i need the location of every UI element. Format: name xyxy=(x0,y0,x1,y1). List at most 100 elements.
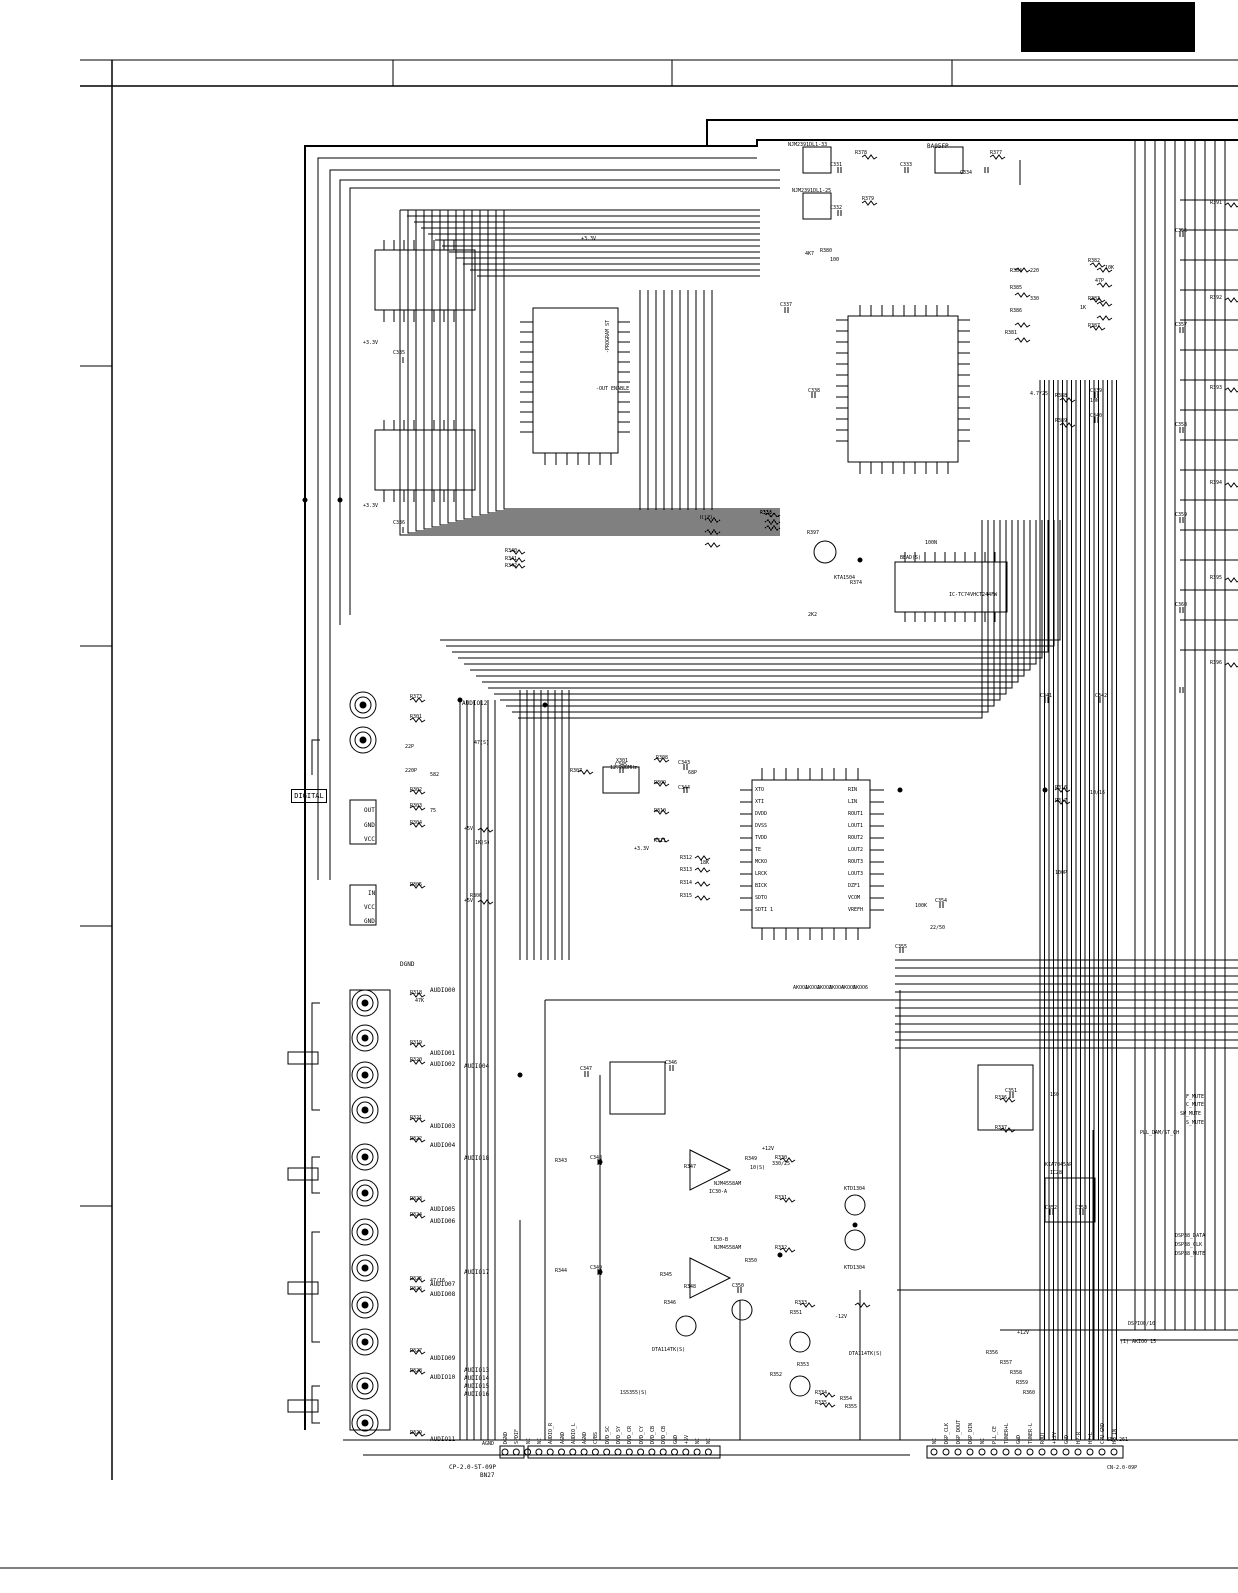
resistor-label: R360 xyxy=(1023,1390,1036,1396)
capacitor-label: C336 xyxy=(393,520,406,526)
data-bus xyxy=(471,210,780,518)
connector-pin-label: DVD_SY xyxy=(616,1425,622,1444)
mid-bus xyxy=(506,520,995,707)
resistor-label: R383 xyxy=(1088,296,1101,302)
resistor-label: R340 xyxy=(505,548,518,554)
mid-bus xyxy=(488,520,1013,689)
resistor-label: R304 xyxy=(410,820,423,826)
ic30a-label: IC30-A xyxy=(709,1189,728,1195)
bus-line-a xyxy=(317,157,757,880)
resistor xyxy=(819,1392,836,1398)
resistor xyxy=(704,517,721,523)
resistor xyxy=(704,529,721,535)
tc74-label: IC-TC74VHCT244FW xyxy=(949,592,998,598)
resistor-label: R373 xyxy=(410,694,423,700)
value-label: 220P xyxy=(405,768,418,774)
resistor-label: R391 xyxy=(1210,200,1223,206)
connector-pin-label: GND xyxy=(1016,1434,1022,1444)
value-label: 100P xyxy=(1055,870,1068,876)
resistor xyxy=(409,1431,426,1437)
mid-bus xyxy=(512,520,989,713)
capacitor-label: C352 xyxy=(1045,1205,1058,1211)
value-label: 47K xyxy=(415,998,425,1004)
value-label: 220 xyxy=(1030,268,1040,274)
rca-jack xyxy=(361,1153,369,1161)
resistor-label: R393 xyxy=(1210,385,1223,391)
resistor-label: R315 xyxy=(680,893,693,899)
connector-pin xyxy=(682,1448,690,1456)
title-block xyxy=(1021,2,1195,52)
mid-bus xyxy=(452,520,1049,653)
audio15-label: AUDIO15 xyxy=(464,1383,490,1390)
connector-pin-label: AGND xyxy=(582,1431,589,1444)
connector-pin-label: HP-L xyxy=(1088,1431,1094,1444)
resistor-label: R309 xyxy=(654,780,667,786)
resistor xyxy=(764,512,781,518)
value-label: 1S5355(S) xyxy=(620,1390,648,1396)
mute-label: F_MUTE xyxy=(1186,1094,1205,1100)
resistor-label: R306 xyxy=(470,893,483,899)
resistor xyxy=(819,1402,836,1408)
bus-label: DSPIO0/10 xyxy=(1128,1321,1156,1327)
capacitor-label: C345 xyxy=(615,762,628,768)
resistor-label: R342 xyxy=(505,563,518,569)
resistor-label: R396 xyxy=(1210,660,1223,666)
outer-bus-2 xyxy=(706,119,1238,146)
rca-jack xyxy=(351,1291,379,1319)
resistor-label: R377 xyxy=(990,150,1003,156)
connector-pin xyxy=(659,1448,667,1456)
capacitor-label: C348 xyxy=(590,1155,603,1161)
dsp-pin-label: LIN xyxy=(848,799,858,805)
resistor xyxy=(409,789,426,795)
value-label: 68P xyxy=(688,770,698,776)
connector-pin xyxy=(1098,1448,1106,1456)
rca-jack xyxy=(351,1254,379,1282)
data-bus xyxy=(447,210,780,524)
capacitor-label: C337 xyxy=(780,302,793,308)
resistor xyxy=(799,1302,816,1308)
resistor xyxy=(477,827,494,833)
value-label: 100K xyxy=(915,903,928,909)
bus-line-b xyxy=(329,169,780,880)
data-bus xyxy=(495,210,780,512)
dsp-pin-label: LOUT1 xyxy=(848,823,864,829)
rca-jack xyxy=(361,1301,369,1309)
connector-pin xyxy=(1002,1448,1010,1456)
resistor xyxy=(409,805,426,811)
connector-pin-label: NC xyxy=(525,1437,532,1444)
dsp-pin-label: VREFH xyxy=(848,907,864,913)
rca-jack xyxy=(361,1338,369,1346)
resistor xyxy=(1096,301,1113,307)
junction xyxy=(337,497,343,503)
resistor-label: R351 xyxy=(790,1310,803,1316)
connector-pin-label: DVD_SC xyxy=(604,1425,611,1444)
jack-vcc2-label: VCC xyxy=(364,904,375,911)
resistor xyxy=(854,1302,871,1308)
resistor xyxy=(694,881,711,887)
dsp-pin-label: SDTI 1 xyxy=(755,907,774,913)
resistor-label: R317 xyxy=(1055,798,1068,804)
rca-jack xyxy=(361,1228,369,1236)
value-label: 10(S) xyxy=(750,1165,766,1171)
resistor xyxy=(779,1247,796,1253)
rca-jack xyxy=(351,989,379,1017)
data-bus xyxy=(463,210,780,520)
audio04-label: AUDIO04 xyxy=(464,1063,490,1070)
resistor-label: R335 xyxy=(815,1400,828,1406)
dsp-pin-label: XTI xyxy=(755,799,765,805)
connector-pin xyxy=(1014,1448,1022,1456)
resistor-label: R308 xyxy=(656,755,669,761)
rca-jack xyxy=(356,1259,374,1277)
audio17-label: AUDIO17 xyxy=(464,1269,490,1276)
power-5b-label: +5V xyxy=(464,898,474,904)
value-label: 47P xyxy=(1095,278,1105,284)
bracket xyxy=(311,1002,320,1111)
program-label: -PROGRAM ST xyxy=(605,319,611,353)
resistor-label: R311 xyxy=(654,838,667,844)
regulator-top-label: BA05FP xyxy=(927,143,949,150)
ic28-label: IC28 xyxy=(1050,1170,1063,1176)
connector-pin-label: NC xyxy=(706,1437,713,1444)
mute-label: DSP38_MUTE xyxy=(1175,1251,1206,1257)
bracket xyxy=(311,1156,320,1194)
